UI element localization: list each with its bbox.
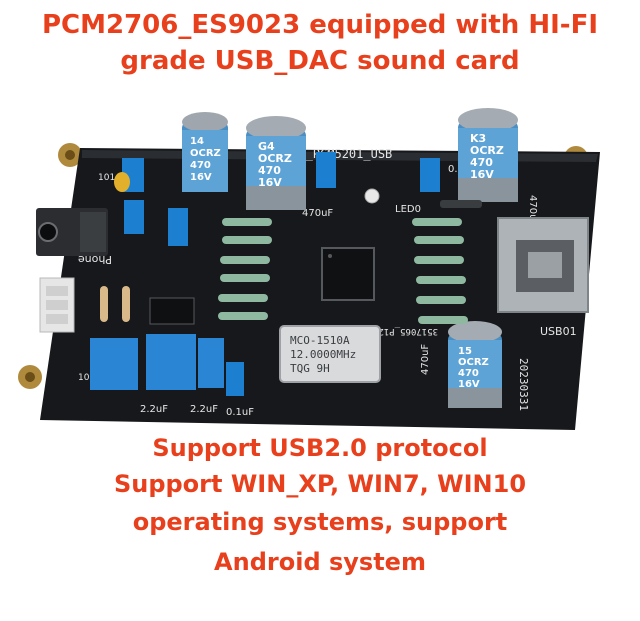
silk-board-id: 3517065_P12_240911 — [340, 326, 438, 336]
led-indicator — [364, 188, 380, 204]
electrolytic-capacitor-3: K3 OCRZ 470 16V — [458, 108, 518, 202]
dac-board-photo: PCM2706_PCM5201_USB 470uF 470uF 0.1uF LE… — [18, 108, 600, 430]
silk-led: LED0 — [395, 204, 421, 215]
silk-usb: USB01 — [540, 325, 577, 338]
svg-text:OCRZ: OCRZ — [458, 357, 489, 368]
blue-cap-4 — [316, 152, 336, 188]
headline-line-1: PCM2706_ES9023 equipped with HI-FI — [41, 10, 599, 40]
svg-text:OCRZ: OCRZ — [470, 144, 504, 157]
resistor-array-left — [218, 218, 272, 320]
svg-text:16V: 16V — [458, 379, 480, 390]
svg-text:16V: 16V — [190, 172, 212, 183]
blue-cap-5 — [420, 158, 440, 192]
svg-text:15: 15 — [458, 346, 472, 357]
svg-text:MCO-1510A: MCO-1510A — [290, 334, 350, 347]
feature-android: Android system — [214, 548, 426, 576]
svg-text:K3: K3 — [470, 132, 486, 145]
svg-text:G4: G4 — [258, 140, 275, 153]
feature-usb2: Support USB2.0 protocol — [152, 434, 488, 462]
electrolytic-capacitor-2: G4 OCRZ 470 16V — [246, 116, 306, 210]
film-cap-2-2uf-a — [90, 338, 138, 390]
silk-01uf-bottom: 0.1uF — [226, 407, 254, 418]
svg-text:470: 470 — [458, 368, 479, 379]
svg-text:16V: 16V — [258, 176, 282, 189]
svg-text:14: 14 — [190, 136, 204, 147]
standoff-top-left — [58, 143, 82, 167]
svg-text:12.0000MHz: 12.0000MHz — [290, 348, 356, 361]
power-connector — [39, 277, 75, 333]
silk-2-2uf-b: 2.2uF — [190, 404, 218, 415]
svg-text:OCRZ: OCRZ — [258, 152, 292, 165]
usb-b-port — [497, 217, 589, 313]
film-cap-2-2uf-b — [146, 334, 196, 390]
silk-c2: 101 — [78, 373, 95, 383]
blue-cap-2 — [124, 200, 144, 234]
headphone-jack — [36, 208, 108, 256]
electrolytic-capacitor-4: 15 OCRZ 470 16V — [448, 321, 502, 408]
resistor-vertical-2 — [122, 286, 130, 322]
svg-text:16V: 16V — [470, 168, 494, 181]
svg-text:470: 470 — [258, 164, 281, 177]
svg-text:470: 470 — [190, 160, 211, 171]
svg-text:TQG 9H: TQG 9H — [290, 362, 330, 375]
crystal-oscillator: MCO-1510A 12.0000MHz TQG 9H — [279, 325, 381, 383]
resistor-vertical — [100, 286, 108, 322]
silk-phone: Phone — [78, 253, 112, 266]
silk-470uf-mid: 470uF — [302, 208, 333, 219]
blue-cap-3 — [168, 208, 188, 246]
silk-2-2uf-a: 2.2uF — [140, 404, 168, 415]
feature-os-support: operating systems, support — [132, 508, 508, 536]
headline-line-2: grade USB_DAC sound card — [120, 46, 520, 76]
silk-c1: 101 — [98, 173, 115, 183]
silk-date: 20230331 — [517, 358, 530, 411]
resistor-array-right — [412, 218, 468, 324]
electrolytic-capacitor-1: 14 OCRZ 470 16V — [182, 112, 228, 192]
svg-text:OCRZ: OCRZ — [190, 148, 221, 159]
blue-cap-6 — [226, 362, 244, 396]
silk-470uf-right: 470uF — [527, 195, 538, 226]
standoff-bottom-left — [18, 365, 42, 389]
feature-windows: Support WIN_XP, WIN7, WIN10 — [113, 470, 527, 498]
dac-ic — [321, 247, 375, 301]
soic-ic — [149, 297, 195, 325]
diode — [440, 200, 482, 208]
svg-text:470: 470 — [470, 156, 493, 169]
tantalum-capacitor — [114, 172, 130, 192]
silk-470uf-small: 470uF — [420, 344, 431, 375]
